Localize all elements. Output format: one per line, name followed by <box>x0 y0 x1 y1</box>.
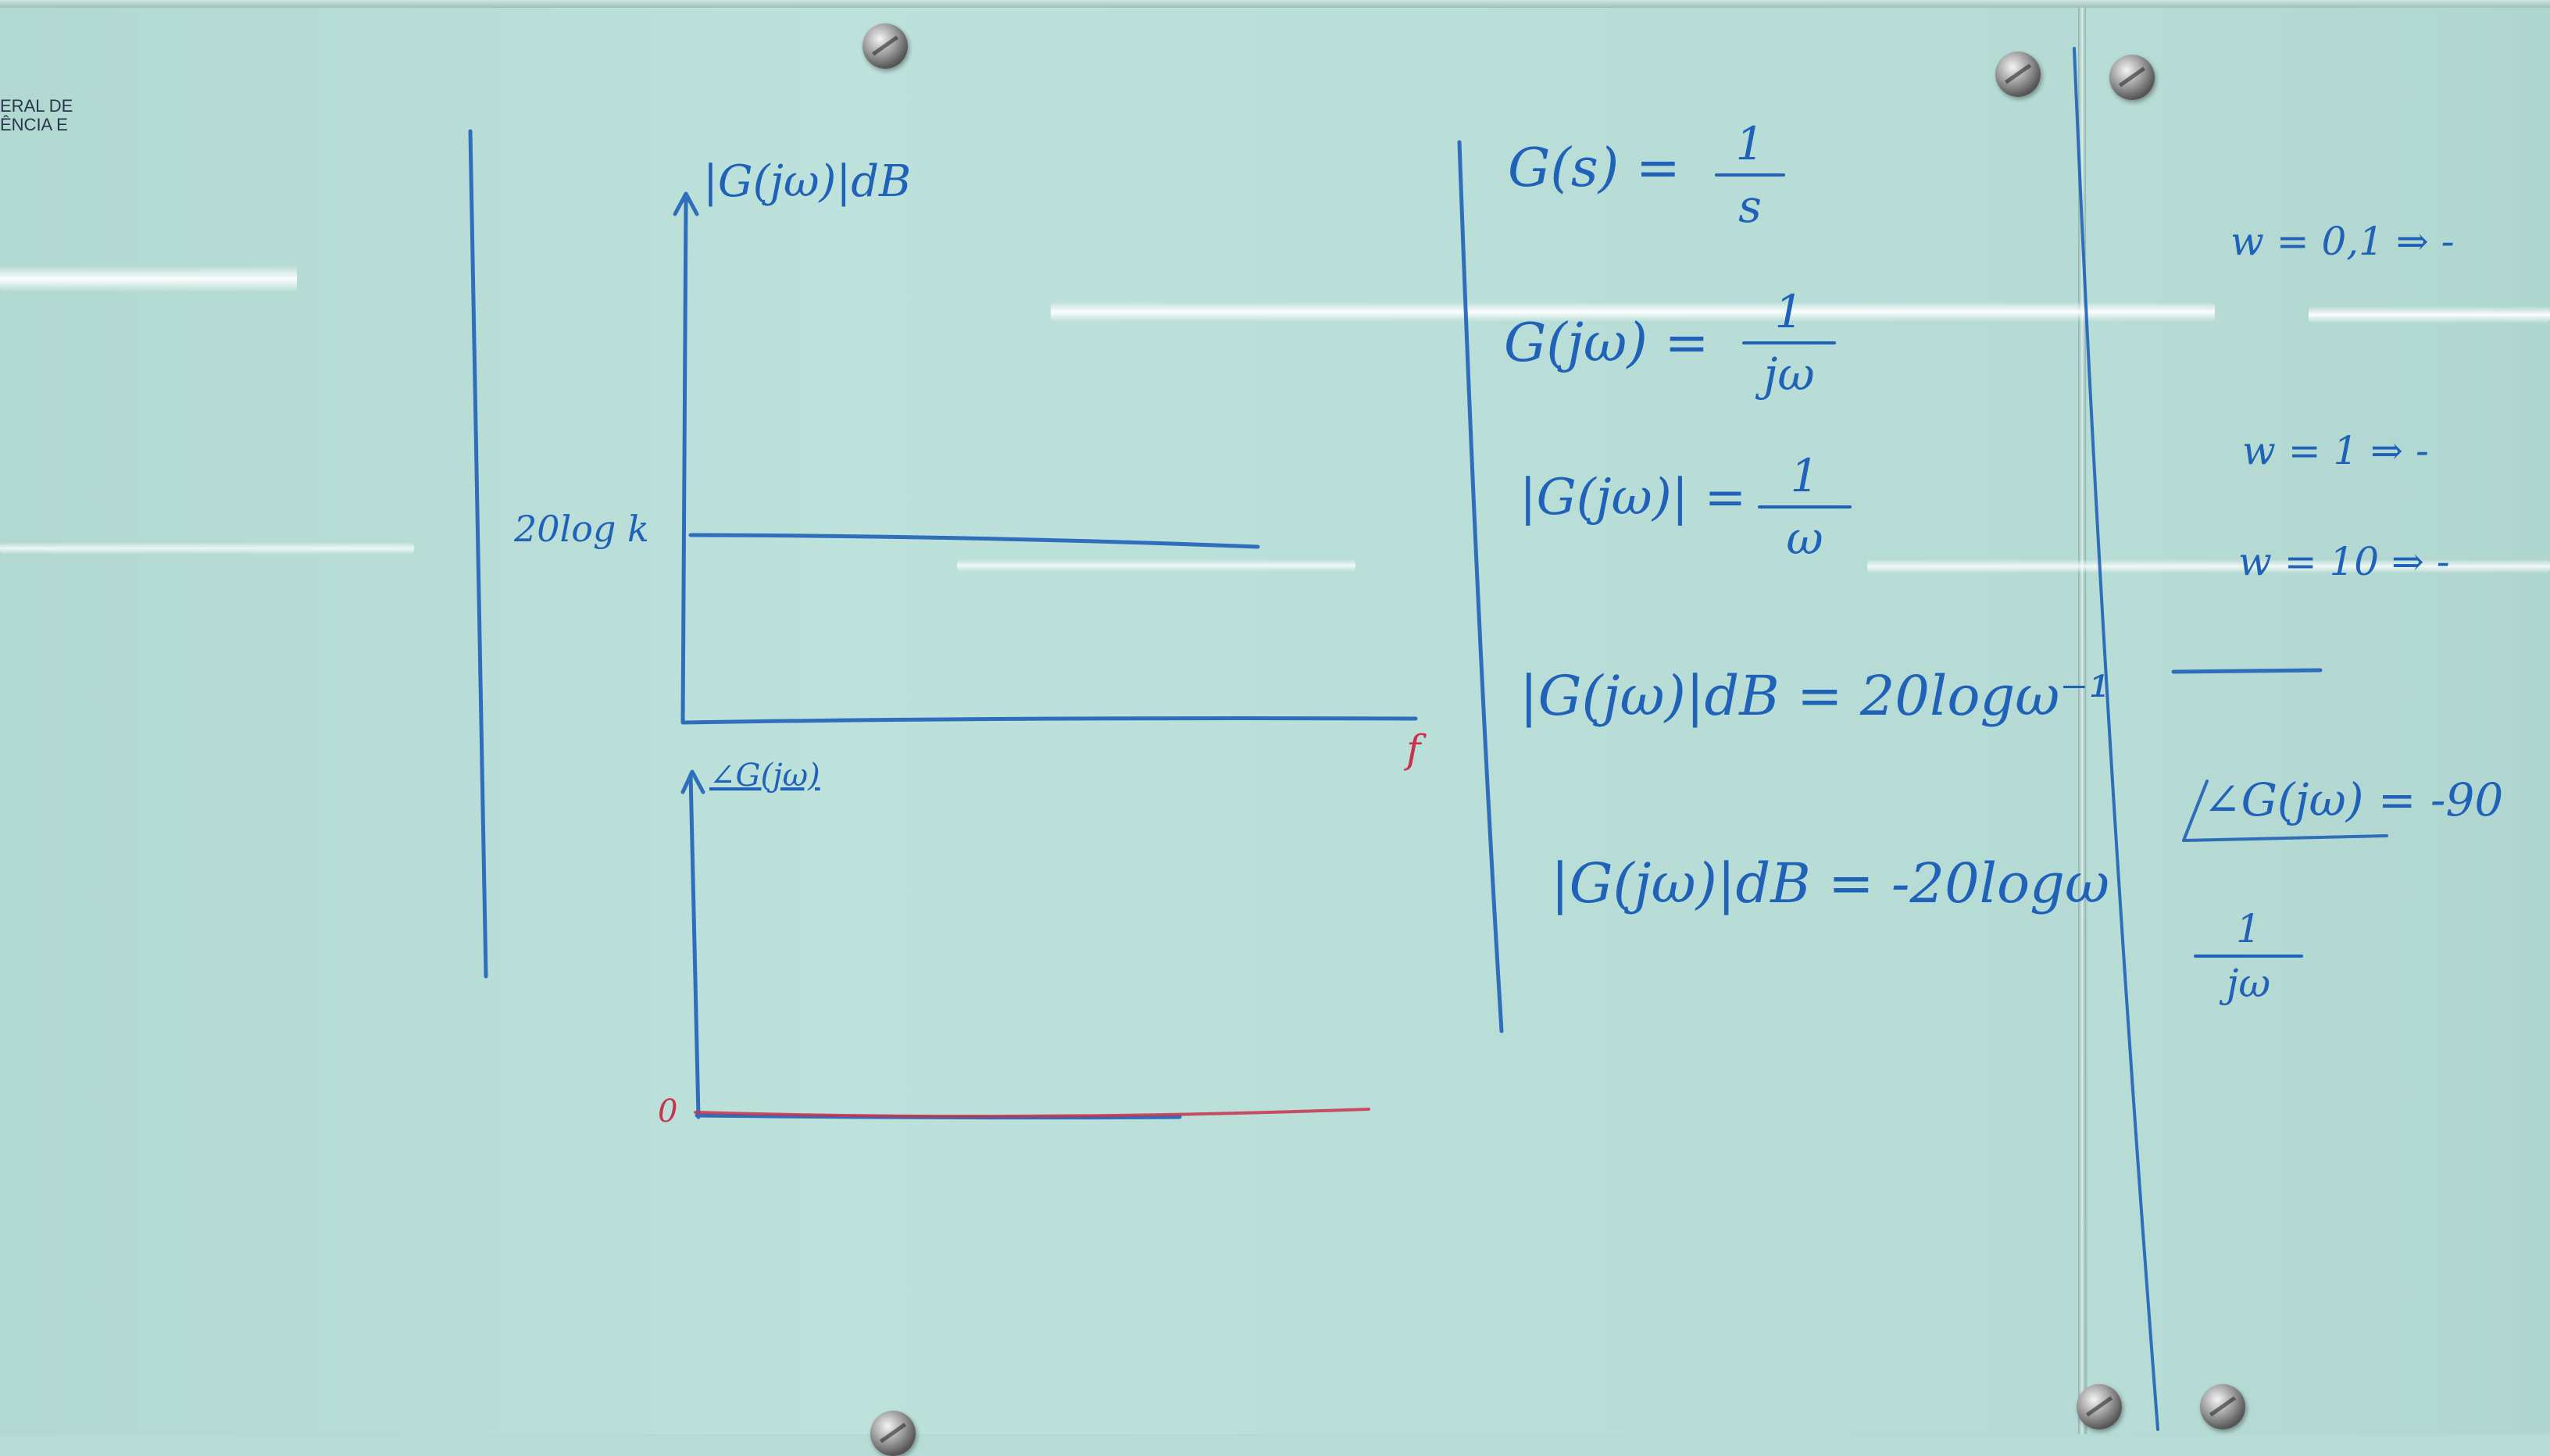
panel-seam <box>2078 0 2086 1434</box>
light-reflection <box>957 559 1355 572</box>
right-note-w-0-1: w = 0,1 ⇒ - <box>2230 219 2455 264</box>
equation-1-denominator: s <box>1738 180 1762 233</box>
equation-2-lhs: G(jω) = <box>1504 312 1709 374</box>
equation-5: |G(jω)|dB = -20logω <box>1551 851 2110 915</box>
divider-line-middle <box>1457 140 1504 1033</box>
mounting-bolt-icon <box>2200 1384 2245 1429</box>
phase-axis-label: ∠G(jω) <box>709 758 820 794</box>
mounting-bolt-icon <box>862 23 908 69</box>
equation-3-fraction: 1 ω <box>1758 449 1852 565</box>
board-top-frame <box>0 0 2550 8</box>
magnitude-level-line <box>688 533 1260 549</box>
divider-line-left <box>468 129 488 979</box>
magnitude-y-arrow <box>673 191 699 216</box>
light-reflection <box>1867 559 2550 573</box>
mounting-bolt-icon <box>2109 55 2155 100</box>
whiteboard-panel-right <box>2088 0 2550 1434</box>
mounting-bolt-icon <box>2077 1384 2122 1429</box>
equation-3-denominator: ω <box>1786 512 1823 565</box>
right-note-denominator: jω <box>2226 961 2271 1006</box>
light-reflection <box>0 266 297 292</box>
light-reflection <box>2309 306 2550 323</box>
magnitude-x-axis <box>680 716 1418 725</box>
phase-zero-line <box>694 1108 1370 1119</box>
right-note-w-10: w = 10 ⇒ - <box>2238 539 2450 584</box>
right-note-fraction: 1 jω <box>2194 906 2303 1006</box>
light-reflection <box>0 542 414 555</box>
fraction-bar <box>1742 341 1836 344</box>
fraction-bar <box>2194 955 2303 958</box>
frequency-axis-label: f <box>1406 726 1421 772</box>
right-note-w-1: w = 1 ⇒ - <box>2242 428 2429 473</box>
fraction-bar <box>1715 173 1785 177</box>
mounting-bolt-icon <box>1995 52 2041 97</box>
right-panel-separator <box>2171 668 2323 674</box>
corner-printed-label: ERAL DE ÊNCIA E <box>0 97 73 134</box>
light-reflection <box>1051 302 2215 322</box>
equation-1-fraction: 1 s <box>1715 117 1785 233</box>
magnitude-axis-label: |G(jω)|dB <box>703 156 912 207</box>
equation-3-numerator: 1 <box>1790 449 1820 502</box>
equation-2-fraction: 1 jω <box>1742 285 1836 401</box>
phase-angle-slash <box>2182 780 2209 842</box>
phase-y-axis <box>688 773 701 1119</box>
equation-1-lhs: G(s) = <box>1508 137 1680 199</box>
equation-4: |G(jω)|dB = 20logω⁻¹ <box>1520 664 2111 728</box>
right-note-numerator: 1 <box>2236 906 2261 951</box>
fraction-bar <box>1758 505 1852 509</box>
magnitude-y-axis <box>680 198 688 725</box>
phase-zero-label: 0 <box>658 1094 678 1129</box>
equation-2-denominator: jω <box>1763 348 1815 401</box>
corner-label-line2: ÊNCIA E <box>0 115 68 134</box>
level-label-20logk: 20log k <box>514 508 649 550</box>
phase-y-arrow <box>680 769 705 794</box>
phase-angle-underline <box>2182 834 2388 842</box>
corner-label-line1: ERAL DE <box>0 96 73 116</box>
equation-2-numerator: 1 <box>1774 285 1804 338</box>
right-note-phase: ∠G(jω) = -90 <box>2203 773 2504 826</box>
divider-line-right <box>2073 47 2159 1431</box>
equation-3-lhs: |G(jω)| = <box>1520 469 1747 526</box>
equation-1-numerator: 1 <box>1735 117 1765 170</box>
